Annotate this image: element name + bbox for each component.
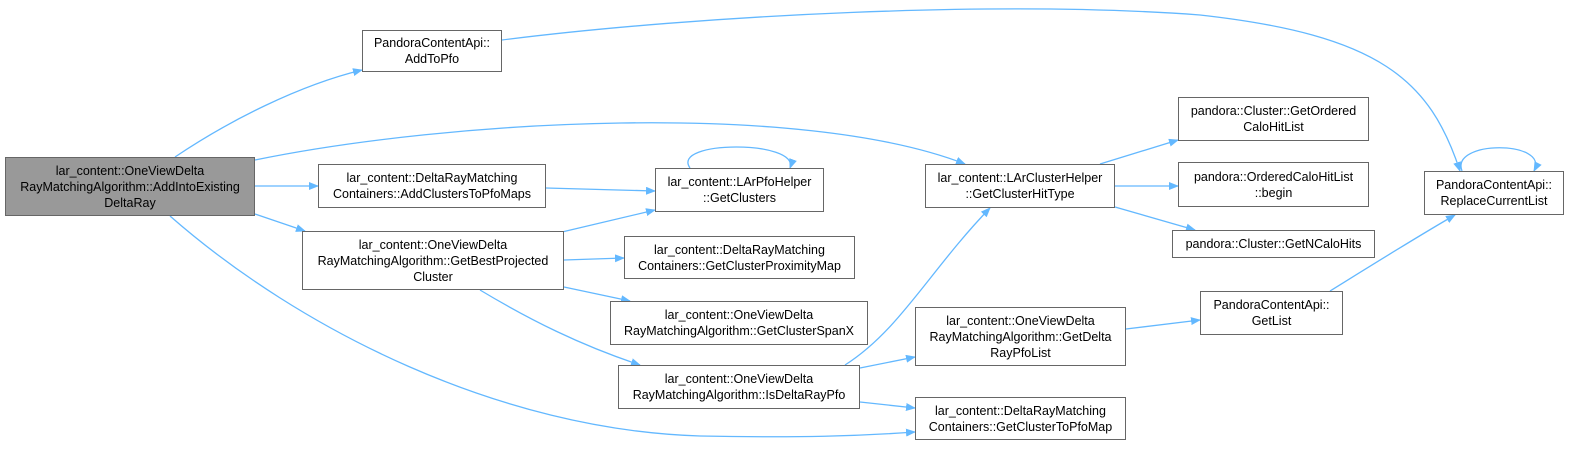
edge-get-best-projected-cluster-to-is-delta-ray-pfo — [479, 289, 641, 366]
node-add-into-existing-delta-ray[interactable]: lar_content::OneViewDelta RayMatchingAlg… — [5, 157, 255, 216]
node-label: lar_content::LArPfoHelper ::GetClusters — [667, 175, 812, 205]
node-get-best-projected-cluster[interactable]: lar_content::OneViewDelta RayMatchingAlg… — [302, 231, 564, 290]
edge-get-best-projected-cluster-to-get-clusters — [561, 208, 656, 233]
node-get-delta-ray-pfo-list[interactable]: lar_content::OneViewDelta RayMatchingAlg… — [915, 307, 1126, 366]
edge-get-delta-ray-pfo-list-to-get-list — [1125, 317, 1201, 330]
edge-get-best-projected-cluster-to-get-cluster-span-x — [563, 286, 631, 304]
node-label: pandora::OrderedCaloHitList ::begin — [1193, 169, 1354, 200]
node-label: lar_content::DeltaRayMatching Containers… — [638, 242, 841, 273]
node-label: lar_content::DeltaRayMatching Containers… — [928, 403, 1113, 434]
edge-add-to-pfo-to-replace-current-list — [501, 8, 1461, 172]
node-get-n-calo-hits[interactable]: pandora::Cluster::GetNCaloHits — [1172, 230, 1375, 258]
edge-add-into-existing-to-get-cluster-hit-type — [254, 122, 966, 165]
node-get-cluster-proximity-map[interactable]: lar_content::DeltaRayMatching Containers… — [624, 236, 855, 279]
edge-is-delta-ray-pfo-to-get-cluster-to-pfo-map — [859, 401, 916, 412]
node-ordered-calo-hit-list-begin[interactable]: pandora::OrderedCaloHitList ::begin — [1178, 162, 1369, 207]
edge-get-cluster-hit-type-to-get-ordered-calo-hit-list — [1099, 138, 1179, 165]
node-replace-current-list[interactable]: PandoraContentApi:: ReplaceCurrentList — [1424, 171, 1564, 215]
edge-replace-current-list-to-replace-current-list — [1460, 147, 1542, 172]
edge-get-list-to-replace-current-list — [1329, 214, 1456, 292]
edge-get-clusters-to-get-clusters — [687, 146, 797, 169]
node-label: pandora::Cluster::GetOrdered CaloHitList — [1190, 104, 1357, 134]
node-label: lar_content::OneViewDelta RayMatchingAlg… — [20, 163, 240, 210]
edge-add-into-existing-to-get-best-projected-cluster — [254, 213, 306, 232]
edge-get-cluster-hit-type-to-get-n-calo-hits — [1114, 206, 1196, 232]
node-label: pandora::Cluster::GetNCaloHits — [1185, 237, 1362, 251]
edge-add-into-existing-to-add-to-pfo — [174, 68, 363, 158]
node-label: PandoraContentApi:: AddToPfo — [373, 36, 491, 66]
node-get-cluster-hit-type[interactable]: lar_content::LArClusterHelper ::GetClust… — [925, 164, 1115, 208]
node-get-list[interactable]: PandoraContentApi:: GetList — [1200, 291, 1343, 335]
edge-add-into-existing-to-get-cluster-to-pfo-map — [169, 215, 916, 438]
node-label: PandoraContentApi:: ReplaceCurrentList — [1435, 178, 1553, 208]
node-label: PandoraContentApi:: GetList — [1213, 298, 1330, 328]
node-label: lar_content::OneViewDelta RayMatchingAlg… — [929, 313, 1112, 360]
node-label: lar_content::OneViewDelta RayMatchingAlg… — [632, 372, 846, 402]
node-get-cluster-span-x[interactable]: lar_content::OneViewDelta RayMatchingAlg… — [610, 301, 868, 345]
node-add-clusters-to-pfo-maps[interactable]: lar_content::DeltaRayMatching Containers… — [318, 164, 546, 208]
edge-is-delta-ray-pfo-to-get-delta-ray-pfo-list — [859, 354, 916, 369]
node-is-delta-ray-pfo[interactable]: lar_content::OneViewDelta RayMatchingAlg… — [618, 365, 860, 409]
node-add-to-pfo[interactable]: PandoraContentApi:: AddToPfo — [362, 30, 502, 72]
node-label: lar_content::DeltaRayMatching Containers… — [332, 171, 531, 201]
edge-get-best-projected-cluster-to-get-cluster-proximity-map — [563, 254, 625, 263]
node-get-cluster-to-pfo-map[interactable]: lar_content::DeltaRayMatching Containers… — [915, 397, 1126, 440]
node-get-ordered-calo-hit-list[interactable]: pandora::Cluster::GetOrdered CaloHitList — [1178, 97, 1369, 141]
edge-add-clusters-to-pfo-maps-to-get-clusters — [545, 186, 656, 195]
node-label: lar_content::LArClusterHelper ::GetClust… — [937, 171, 1103, 201]
node-label: lar_content::OneViewDelta RayMatchingAlg… — [317, 237, 549, 284]
node-label: lar_content::OneViewDelta RayMatchingAlg… — [624, 308, 854, 338]
edge-is-delta-ray-pfo-to-get-cluster-hit-type — [844, 207, 991, 366]
node-get-clusters[interactable]: lar_content::LArPfoHelper ::GetClusters — [655, 168, 824, 212]
